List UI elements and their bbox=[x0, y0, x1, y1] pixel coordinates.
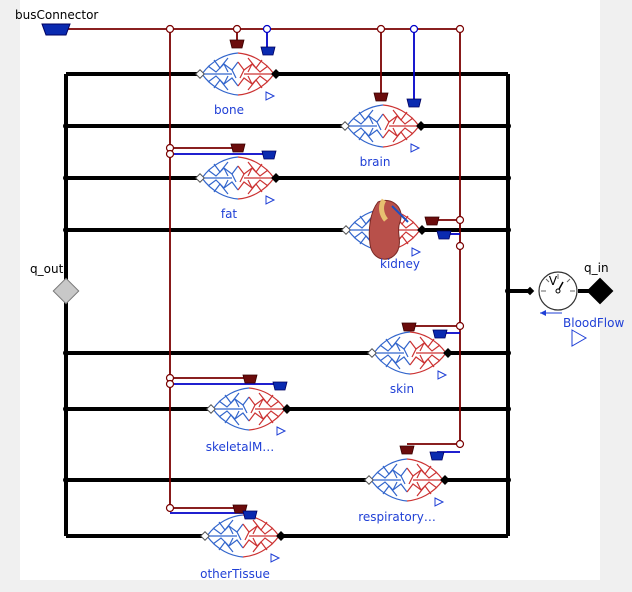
bloodflow-sensor[interactable] bbox=[525, 271, 588, 347]
tissue-brain[interactable] bbox=[340, 92, 426, 153]
tissue-label-skin: skin bbox=[390, 382, 414, 396]
bus-connector-label: busConnector bbox=[15, 8, 98, 22]
flow-lines bbox=[64, 72, 592, 538]
tissue-label-bone: bone bbox=[214, 103, 244, 117]
tissue-label-fat: fat bbox=[221, 207, 238, 221]
q-in-port[interactable] bbox=[586, 277, 614, 305]
tissue-kidney[interactable] bbox=[341, 198, 452, 260]
kidney-icon bbox=[368, 198, 409, 260]
q-out-port[interactable] bbox=[52, 277, 80, 305]
q-in-label: q_in bbox=[584, 261, 609, 275]
tissue-label-brain: brain bbox=[360, 155, 391, 169]
diagram-canvas bbox=[20, 0, 600, 580]
tissue-skin[interactable] bbox=[367, 322, 453, 380]
q-out-label: q_out bbox=[30, 262, 64, 276]
bus-connector[interactable] bbox=[41, 23, 71, 36]
bus-junctions bbox=[165, 24, 465, 513]
tissue-label-respiratory: respiratory… bbox=[358, 510, 436, 524]
junction-dots bbox=[63, 123, 511, 483]
sensor-symbol: V bbox=[549, 274, 558, 288]
tissue-bone[interactable] bbox=[195, 39, 281, 101]
tissue-respiratory[interactable] bbox=[364, 445, 450, 507]
tissue-label-other: otherTissue bbox=[200, 567, 270, 581]
tissue-label-kidney: kidney bbox=[380, 257, 420, 271]
sensor-label: BloodFlow bbox=[563, 316, 624, 330]
tissue-label-skeletal: skeletalM… bbox=[206, 440, 275, 454]
tissue-fat[interactable] bbox=[195, 143, 281, 205]
